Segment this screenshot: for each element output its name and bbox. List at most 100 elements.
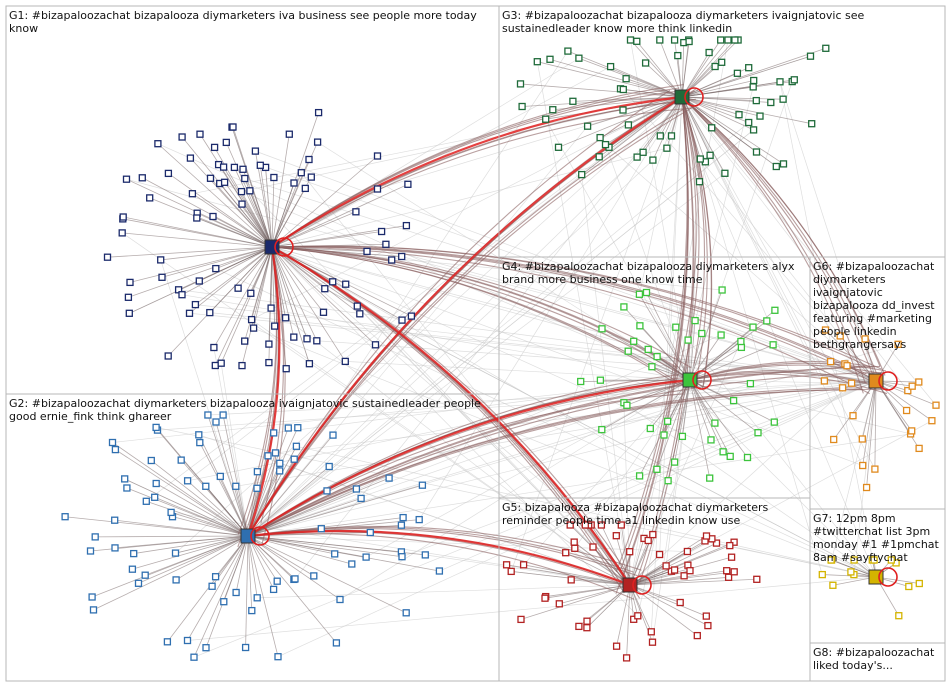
node bbox=[265, 453, 271, 459]
node bbox=[210, 214, 216, 220]
node bbox=[657, 552, 663, 558]
node bbox=[751, 127, 757, 133]
node bbox=[550, 107, 556, 113]
node bbox=[635, 613, 641, 619]
node bbox=[665, 418, 671, 424]
hub-edge bbox=[682, 97, 877, 386]
node bbox=[277, 468, 283, 474]
node bbox=[625, 122, 631, 128]
node bbox=[357, 311, 363, 317]
node bbox=[645, 346, 651, 352]
node bbox=[631, 338, 637, 344]
node bbox=[233, 483, 239, 489]
node bbox=[191, 654, 197, 660]
node bbox=[112, 517, 118, 523]
node bbox=[542, 595, 548, 601]
hub-edge bbox=[682, 97, 885, 375]
node bbox=[837, 333, 843, 339]
node bbox=[657, 37, 663, 43]
node bbox=[158, 257, 164, 263]
node bbox=[556, 144, 562, 150]
cross-edge bbox=[176, 381, 876, 553]
spoke-edge bbox=[187, 536, 248, 641]
node bbox=[136, 580, 142, 586]
node bbox=[254, 469, 260, 475]
node bbox=[650, 532, 656, 538]
node bbox=[643, 60, 649, 66]
node bbox=[519, 104, 525, 110]
node bbox=[275, 654, 281, 660]
node bbox=[337, 597, 343, 603]
node bbox=[576, 623, 582, 629]
node bbox=[408, 313, 414, 319]
node bbox=[311, 573, 317, 579]
node bbox=[916, 379, 922, 385]
node bbox=[194, 215, 200, 221]
node bbox=[637, 323, 643, 329]
node bbox=[727, 543, 733, 549]
node bbox=[596, 154, 602, 160]
node bbox=[187, 310, 193, 316]
node bbox=[197, 131, 203, 137]
node bbox=[251, 325, 257, 331]
node bbox=[860, 463, 866, 469]
node bbox=[731, 398, 737, 404]
hub-edge bbox=[272, 91, 678, 247]
node bbox=[148, 458, 154, 464]
node bbox=[556, 601, 562, 607]
node bbox=[293, 443, 299, 449]
node bbox=[129, 566, 135, 572]
node bbox=[724, 568, 730, 574]
node bbox=[62, 514, 68, 520]
hub-edge bbox=[272, 108, 691, 247]
node bbox=[679, 433, 685, 439]
node bbox=[703, 613, 709, 619]
node bbox=[221, 164, 227, 170]
node bbox=[92, 534, 98, 540]
node bbox=[112, 447, 118, 453]
node bbox=[568, 577, 574, 583]
node bbox=[243, 645, 249, 651]
node bbox=[207, 310, 213, 316]
node bbox=[252, 148, 258, 154]
node bbox=[747, 381, 753, 387]
node bbox=[565, 48, 571, 54]
node bbox=[663, 563, 669, 569]
node bbox=[599, 427, 605, 433]
node bbox=[373, 342, 379, 348]
node bbox=[298, 170, 304, 176]
node bbox=[124, 176, 130, 182]
node bbox=[647, 426, 653, 432]
node bbox=[625, 348, 631, 354]
node bbox=[187, 155, 193, 161]
node bbox=[389, 257, 395, 263]
node bbox=[333, 640, 339, 646]
node bbox=[627, 549, 633, 555]
node bbox=[712, 420, 718, 426]
node bbox=[185, 638, 191, 644]
node bbox=[849, 380, 855, 386]
cross-edge bbox=[257, 585, 630, 598]
node bbox=[823, 327, 829, 333]
node bbox=[906, 584, 912, 590]
node bbox=[738, 339, 744, 345]
node bbox=[248, 290, 254, 296]
node bbox=[205, 412, 211, 418]
node bbox=[634, 154, 640, 160]
spoke-edge bbox=[130, 247, 272, 282]
node bbox=[584, 618, 590, 624]
node bbox=[254, 595, 260, 601]
node bbox=[332, 551, 338, 557]
node bbox=[249, 317, 255, 323]
node bbox=[220, 412, 226, 418]
node bbox=[727, 453, 733, 459]
node bbox=[672, 567, 678, 573]
node bbox=[504, 562, 510, 568]
node bbox=[283, 315, 289, 321]
spoke-edge bbox=[248, 536, 406, 613]
spoke-edge bbox=[171, 512, 248, 536]
node bbox=[218, 360, 224, 366]
node bbox=[208, 175, 214, 181]
node bbox=[736, 112, 742, 118]
hub-edge bbox=[272, 88, 679, 247]
